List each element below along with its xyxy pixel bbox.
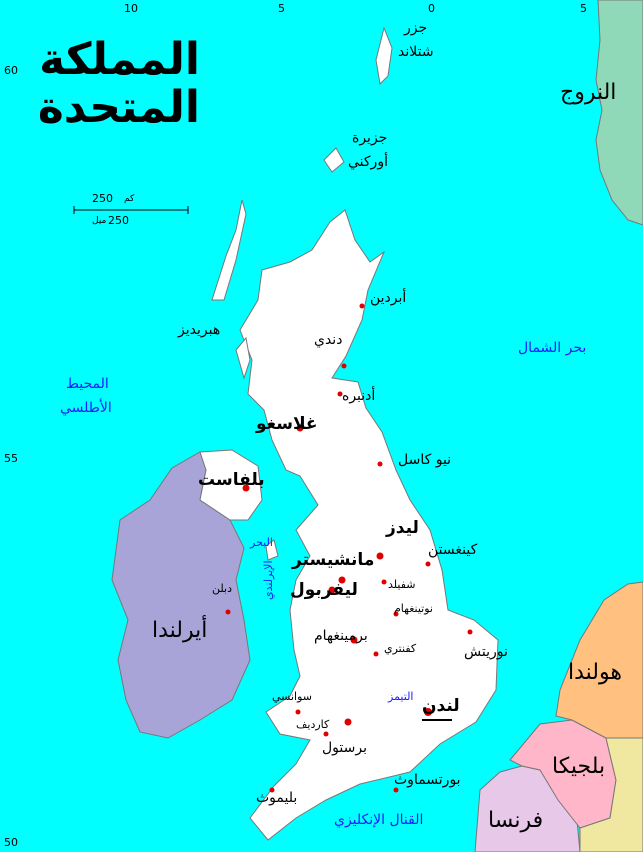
map-title-line1: المملكة	[39, 34, 200, 85]
city-dublin: دبلن	[212, 582, 232, 595]
city-belfast: بلفاست	[198, 470, 265, 490]
tick-left-60: 60	[4, 64, 18, 77]
city-nottingham: نوتينغهام	[394, 602, 433, 615]
city-leeds: ليدز	[386, 518, 419, 538]
germany-land	[579, 737, 643, 852]
city-coventry: كفنتري	[384, 642, 417, 655]
city-sheffield: شفيلد	[388, 578, 416, 591]
belgium-label: بلجيكا	[552, 754, 606, 779]
city-bristol: برستول	[322, 740, 367, 756]
hebrides-islands	[211, 199, 247, 301]
irish-sea-label-2: الإيرلندي	[262, 560, 275, 600]
tick-top-5e: 5	[580, 2, 587, 15]
city-norwich: نوريتش	[464, 644, 508, 660]
city-manchester: مانشيستر	[292, 550, 375, 570]
thames-label: التيمز	[388, 690, 414, 703]
shetland-islands	[375, 26, 393, 86]
city-edinburgh: أدنبره	[342, 388, 376, 404]
irish-sea-label-1: البحر	[250, 536, 273, 549]
hebrides-islands-south	[235, 336, 251, 380]
tick-left-50: 50	[4, 836, 18, 849]
city-newcastle: نيو كاسل	[398, 452, 452, 468]
atlantic-label-1: المحيط	[66, 376, 109, 392]
tick-top-0: 0	[428, 2, 435, 15]
map-title: المملكة المتحدة	[37, 34, 200, 133]
scale-km-label: كم	[124, 194, 135, 204]
city-plymouth: بليموث	[256, 790, 298, 806]
tick-top-10: 10	[124, 2, 138, 15]
channel-label: القنال الإنكليزي	[334, 812, 424, 828]
city-glasgow: غلاسغو	[256, 414, 318, 434]
france-label: فرنسا	[488, 808, 544, 833]
city-liverpool: ليفربول	[290, 580, 358, 600]
norway-land	[595, 0, 643, 226]
great-britain-land	[239, 209, 499, 841]
scale-mile-value: 250	[108, 214, 129, 227]
city-kingston: كينغستن	[428, 542, 478, 558]
hebrides-label: هبريديز	[178, 322, 221, 338]
scale-mile-label: ميل	[92, 216, 107, 226]
northern-ireland-land	[199, 449, 263, 521]
atlantic-label-2: الأطلسي	[60, 400, 112, 416]
scale-km-value: 250	[92, 192, 113, 205]
city-london: لندن	[422, 696, 460, 716]
city-swansea: سوانسي	[272, 690, 312, 703]
norway-label: النروج	[560, 80, 617, 105]
ireland-label: أيرلندا	[152, 618, 208, 643]
map-title-line2: المتحدة	[37, 82, 200, 133]
orkney-label-2: أوركني	[348, 154, 388, 170]
city-dots	[225, 303, 473, 793]
netherlands-land	[555, 581, 643, 739]
netherlands-label: هولندا	[568, 660, 622, 685]
city-dundee: دندي	[314, 332, 343, 348]
orkney-label-1: جزيرة	[352, 130, 388, 146]
tick-left-55: 55	[4, 452, 18, 465]
isle-of-man	[265, 539, 279, 561]
tick-top-5w: 5	[278, 2, 285, 15]
shetland-label-2: شتلاند	[398, 44, 434, 60]
orkney-islands	[323, 147, 345, 173]
shetland-label-1: جزر	[404, 20, 428, 36]
city-aberdeen: أبردين	[370, 290, 407, 306]
north-sea-label: بحر الشمال	[518, 340, 587, 356]
city-birmingham: برمينغهام	[314, 628, 368, 644]
city-cardiff: كارديف	[296, 718, 330, 731]
city-portsmouth: بورتسماوث	[394, 772, 461, 788]
